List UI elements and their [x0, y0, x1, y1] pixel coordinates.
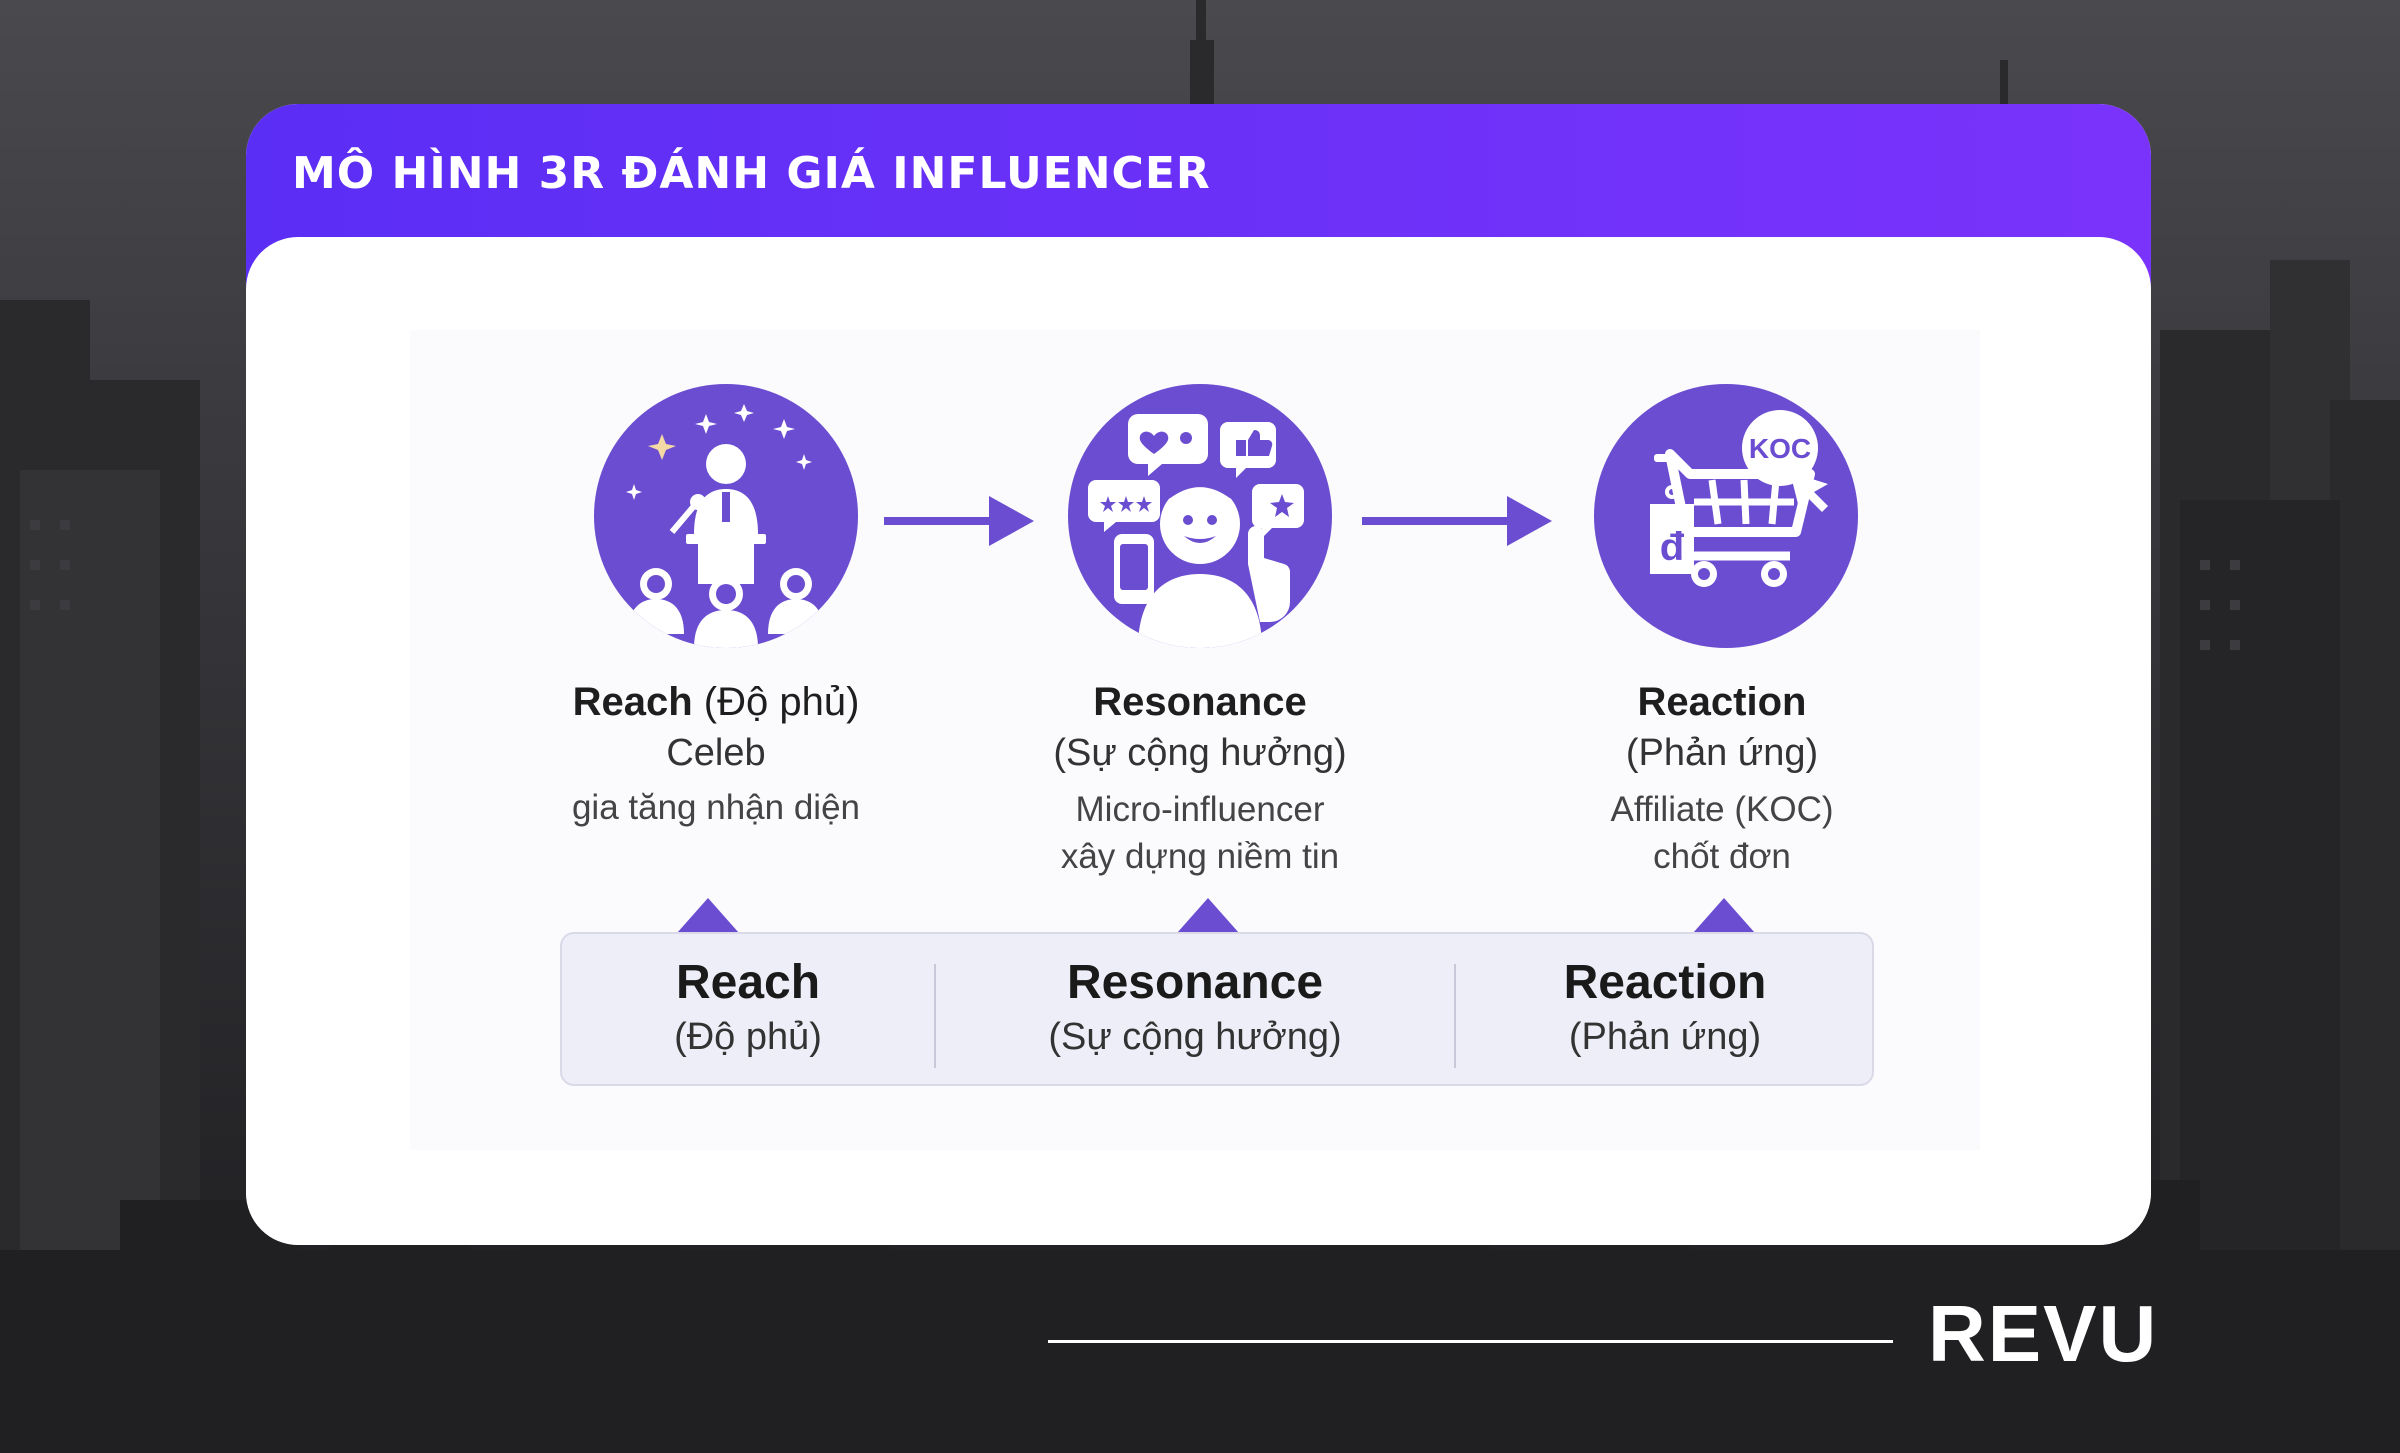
summary-divider-2: [1454, 964, 1456, 1068]
stage-resonance-label: Resonance (Sự cộng hưởng) Micro-influenc…: [1000, 676, 1400, 880]
pointer-triangle-reaction: [1693, 898, 1755, 933]
stage-reaction-label: Reaction (Phản ứng) Affiliate (KOC) chốt…: [1522, 676, 1922, 880]
brand-logo: REVU: [1928, 1289, 2159, 1378]
stage-resonance-name: Resonance: [1093, 680, 1307, 724]
summary-reach-sub: (Độ phủ): [674, 1016, 822, 1058]
stage-reach-desc: gia tăng nhận diện: [571, 788, 861, 827]
summary-reaction-sub: (Phản ứng): [1568, 1016, 1762, 1058]
stage-reaction-desc-1: Affiliate (KOC): [1610, 790, 1834, 829]
flow-arrow-2: [1362, 496, 1552, 546]
flow-arrow-1: [884, 496, 1034, 546]
summary-resonance-title: Resonance: [1066, 956, 1324, 1009]
shopping-cart-koc-icon: KOC đ: [1594, 384, 1858, 648]
summary-resonance-sub: (Sự cộng hưởng): [1048, 1016, 1342, 1058]
summary-cell-reaction: Reaction (Phản ứng): [1456, 954, 1874, 1062]
stage-reaction-name: Reaction: [1637, 680, 1807, 724]
summary-cell-resonance: Resonance (Sự cộng hưởng): [936, 954, 1454, 1062]
summary-reach-title: Reach: [675, 956, 821, 1009]
stage-resonance-subtitle: (Sự cộng hưởng): [1053, 732, 1347, 774]
koc-badge-text: KOC: [1749, 433, 1811, 464]
pointer-triangle-reach: [677, 898, 739, 933]
stage-reach-name: Reach: [572, 680, 693, 724]
social-engagement-icon: [1068, 384, 1332, 648]
stage-resonance-desc-1: Micro-influencer: [1075, 790, 1325, 829]
price-tag-symbol: đ: [1660, 525, 1685, 569]
summary-reaction-title: Reaction: [1563, 956, 1767, 1009]
stage-reach-influencer: Celeb: [666, 732, 766, 774]
summary-bar: Reach (Độ phủ) Resonance (Sự cộng hưởng)…: [560, 932, 1874, 1086]
slide-title: MÔ HÌNH 3R ĐÁNH GIÁ INFLUENCER: [292, 148, 1211, 199]
footer-rule: [1048, 1340, 1893, 1343]
stage-reaction-subtitle: (Phản ứng): [1625, 732, 1819, 774]
summary-divider-1: [934, 964, 936, 1068]
stage-reach-label: Reach (Độ phủ) Celeb gia tăng nhận diện: [516, 676, 916, 831]
speaker-podium-icon: [594, 384, 858, 648]
summary-cell-reach: Reach (Độ phủ): [562, 954, 934, 1062]
stage-reaction-desc-2: chốt đơn: [1653, 837, 1791, 876]
pointer-triangle-resonance: [1177, 898, 1239, 933]
stage-resonance-desc-2: xây dựng niềm tin: [1060, 837, 1340, 876]
stage-reach-suffix: (Độ phủ): [692, 680, 860, 724]
